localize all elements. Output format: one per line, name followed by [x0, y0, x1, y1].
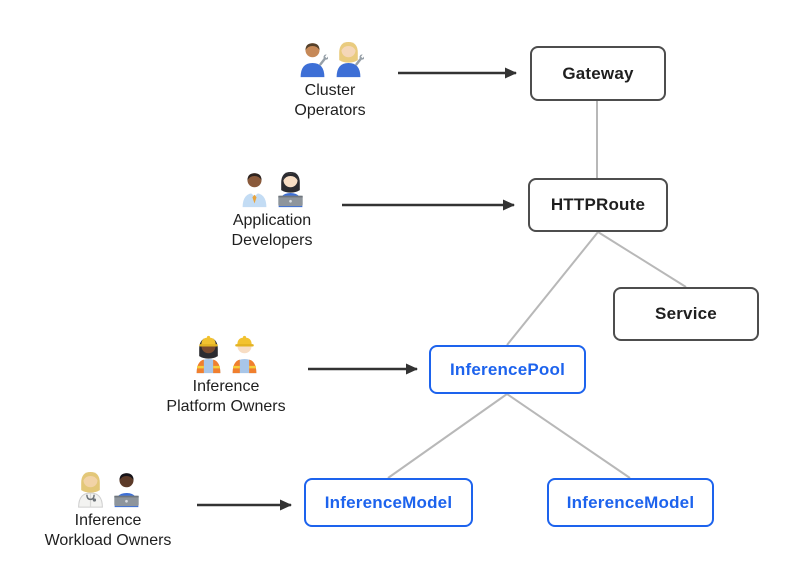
man-office-worker-icon — [242, 173, 266, 208]
actor-cluster-operators: Cluster Operators — [240, 34, 420, 121]
actor-label-application-developers: Application Developers — [231, 212, 313, 249]
edge-httproute-service — [597, 231, 687, 288]
actor-label-inference-workload-owners: Inference Workload Owners — [44, 512, 172, 549]
edge-httproute-inferencepool — [506, 231, 599, 346]
man-construction-worker-icon — [232, 335, 256, 374]
actor-label-inference-platform-owners: Inference Platform Owners — [166, 378, 286, 415]
edge-inferencepool-inferencemodel-right — [506, 393, 631, 479]
application-developers-icons — [239, 164, 306, 208]
actor-inference-workload-owners: Inference Workload Owners — [18, 464, 198, 551]
node-gateway: Gateway — [530, 46, 666, 101]
actor-inference-platform-owners: Inference Platform Owners — [136, 330, 316, 417]
health-worker-icon — [77, 471, 103, 508]
actor-label-cluster-operators: Cluster Operators — [294, 82, 366, 119]
inference-platform-owners-icons — [193, 330, 260, 374]
edge-inferencepool-inferencemodel-left — [387, 393, 508, 479]
man-technologist-icon — [113, 473, 139, 508]
node-service: Service — [613, 287, 759, 341]
cluster-operators-icons — [297, 34, 364, 78]
node-httproute: HTTPRoute — [528, 178, 668, 232]
inference-workload-owners-icons — [75, 464, 142, 508]
node-inference-model-left: InferenceModel — [304, 478, 473, 527]
node-inference-model-right: InferenceModel — [547, 478, 714, 527]
man-mechanic-icon — [300, 43, 328, 78]
node-inference-pool: InferencePool — [429, 345, 586, 394]
woman-technologist-icon — [277, 171, 303, 208]
woman-construction-worker-icon — [196, 335, 220, 374]
woman-mechanic-icon — [336, 41, 364, 78]
actor-application-developers: Application Developers — [182, 164, 362, 251]
